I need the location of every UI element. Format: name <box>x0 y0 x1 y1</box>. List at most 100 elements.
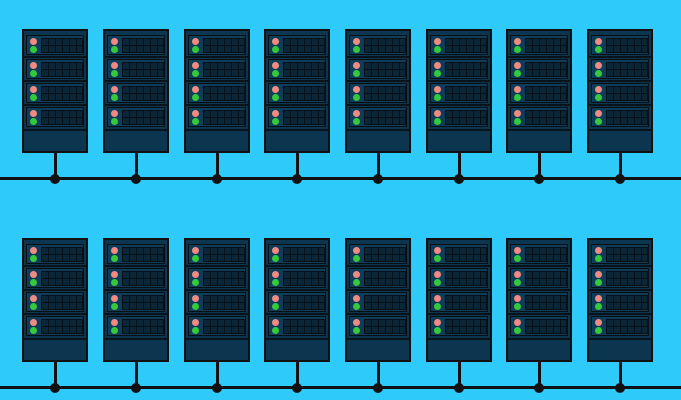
power-led-icon <box>434 255 441 262</box>
server-base-panel <box>105 129 167 151</box>
bay-separator <box>428 313 490 315</box>
server-bay <box>26 292 84 312</box>
server-bay <box>188 292 246 312</box>
vent-grille <box>203 110 245 125</box>
status-led-icon <box>595 38 602 45</box>
power-led-icon <box>30 70 37 77</box>
power-led-icon <box>514 327 521 334</box>
server-connector <box>53 362 57 387</box>
bay-separator <box>508 80 570 82</box>
vent-grille <box>122 110 164 125</box>
network-bus-line-bottom <box>0 386 681 389</box>
vent-grille <box>283 110 325 125</box>
status-led-icon <box>595 319 602 326</box>
network-node-icon <box>50 382 60 393</box>
power-led-icon <box>353 94 360 101</box>
status-led-icon <box>434 110 441 117</box>
vent-grille <box>203 86 245 101</box>
vent-grille <box>606 110 648 125</box>
vent-grille <box>122 247 164 262</box>
power-led-icon <box>434 303 441 310</box>
server-bay <box>349 292 407 312</box>
bay-separator <box>266 289 328 291</box>
bay-separator <box>589 289 651 291</box>
server-rack-icon <box>22 29 88 153</box>
status-led-icon <box>353 247 360 254</box>
server-connector <box>215 153 219 178</box>
status-led-icon <box>353 295 360 302</box>
server-rack-icon <box>587 238 653 362</box>
power-led-icon <box>111 118 118 125</box>
server-bay <box>591 35 649 55</box>
status-led-icon <box>272 247 279 254</box>
status-led-icon <box>192 62 199 69</box>
vent-grille <box>364 110 406 125</box>
server-rack-icon <box>184 238 250 362</box>
status-led-icon <box>111 295 118 302</box>
vent-grille <box>525 38 567 53</box>
server-bay <box>510 35 568 55</box>
vent-grille <box>203 247 245 262</box>
status-led-icon <box>30 247 37 254</box>
network-bus-line-top <box>0 177 681 180</box>
power-led-icon <box>192 118 199 125</box>
status-led-icon <box>514 319 521 326</box>
vent-grille <box>122 295 164 310</box>
power-led-icon <box>595 46 602 53</box>
network-node-icon <box>373 173 383 184</box>
bay-separator <box>186 265 248 267</box>
status-led-icon <box>30 62 37 69</box>
bay-separator <box>508 289 570 291</box>
status-led-icon <box>192 271 199 278</box>
bay-separator <box>508 265 570 267</box>
power-led-icon <box>272 327 279 334</box>
server-bay <box>107 35 165 55</box>
power-led-icon <box>272 303 279 310</box>
status-led-icon <box>353 110 360 117</box>
server-bay <box>430 268 488 288</box>
status-led-icon <box>272 295 279 302</box>
server-base-panel <box>428 338 490 360</box>
network-node-icon <box>615 382 625 393</box>
bay-separator <box>347 104 409 106</box>
vent-grille <box>525 110 567 125</box>
server-bay <box>107 316 165 336</box>
bay-separator <box>24 80 86 82</box>
power-led-icon <box>595 279 602 286</box>
status-led-icon <box>192 247 199 254</box>
server-bay <box>107 268 165 288</box>
vent-grille <box>203 319 245 334</box>
status-led-icon <box>434 247 441 254</box>
server-bay <box>430 35 488 55</box>
power-led-icon <box>192 46 199 53</box>
server-connector <box>618 153 622 178</box>
power-led-icon <box>111 255 118 262</box>
server-rack-icon <box>506 238 572 362</box>
status-led-icon <box>514 62 521 69</box>
vent-grille <box>606 62 648 77</box>
server-bay <box>26 268 84 288</box>
power-led-icon <box>434 279 441 286</box>
power-led-icon <box>353 327 360 334</box>
vent-grille <box>122 319 164 334</box>
server-bay <box>268 35 326 55</box>
power-led-icon <box>353 118 360 125</box>
status-led-icon <box>434 295 441 302</box>
bay-separator <box>105 80 167 82</box>
server-bay <box>430 292 488 312</box>
vent-grille <box>283 271 325 286</box>
server-bay <box>591 83 649 103</box>
server-bay <box>107 244 165 264</box>
server-base-panel <box>347 338 409 360</box>
server-connector <box>618 362 622 387</box>
status-led-icon <box>111 319 118 326</box>
server-bay <box>268 244 326 264</box>
status-led-icon <box>353 38 360 45</box>
server-rack-icon <box>264 238 330 362</box>
vent-grille <box>525 295 567 310</box>
power-led-icon <box>192 327 199 334</box>
server-base-panel <box>508 129 570 151</box>
server-bay <box>349 59 407 79</box>
server-bay <box>188 107 246 127</box>
